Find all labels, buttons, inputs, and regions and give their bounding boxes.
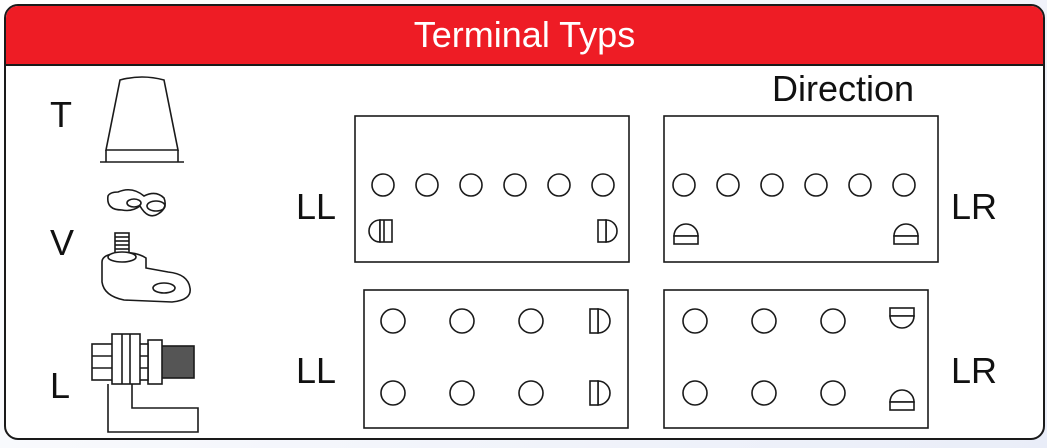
direction-label: Direction xyxy=(772,68,915,109)
layout-left-label-bottom: LL xyxy=(296,350,337,391)
terminal-post-icon xyxy=(673,223,699,245)
wing-nut-stud-terminal-icon xyxy=(101,188,191,303)
terminal-code-t: T xyxy=(50,94,72,135)
battery-top-ll xyxy=(354,115,630,263)
taper-post-terminal-icon xyxy=(100,76,184,163)
terminal-post-icon xyxy=(889,307,915,329)
l-bolt-terminal-icon xyxy=(91,333,199,433)
terminal-post-icon xyxy=(893,223,919,245)
terminal-post-icon xyxy=(589,308,611,334)
terminal-code-v: V xyxy=(50,222,75,263)
battery-top-lr xyxy=(663,115,939,263)
terminal-post-icon xyxy=(589,380,611,406)
layout-right-label-bottom: LR xyxy=(951,350,998,391)
battery-bottom-ll xyxy=(363,289,629,429)
layout-right-label-top: LR xyxy=(951,186,998,227)
terminal-code-l: L xyxy=(50,365,71,406)
terminal-post-icon xyxy=(368,219,393,243)
terminal-post-icon xyxy=(889,389,915,411)
panel-title: Terminal Typs xyxy=(6,6,1043,66)
layout-left-label-top: LL xyxy=(296,186,337,227)
terminal-post-icon xyxy=(597,219,618,243)
battery-bottom-lr xyxy=(663,289,929,429)
